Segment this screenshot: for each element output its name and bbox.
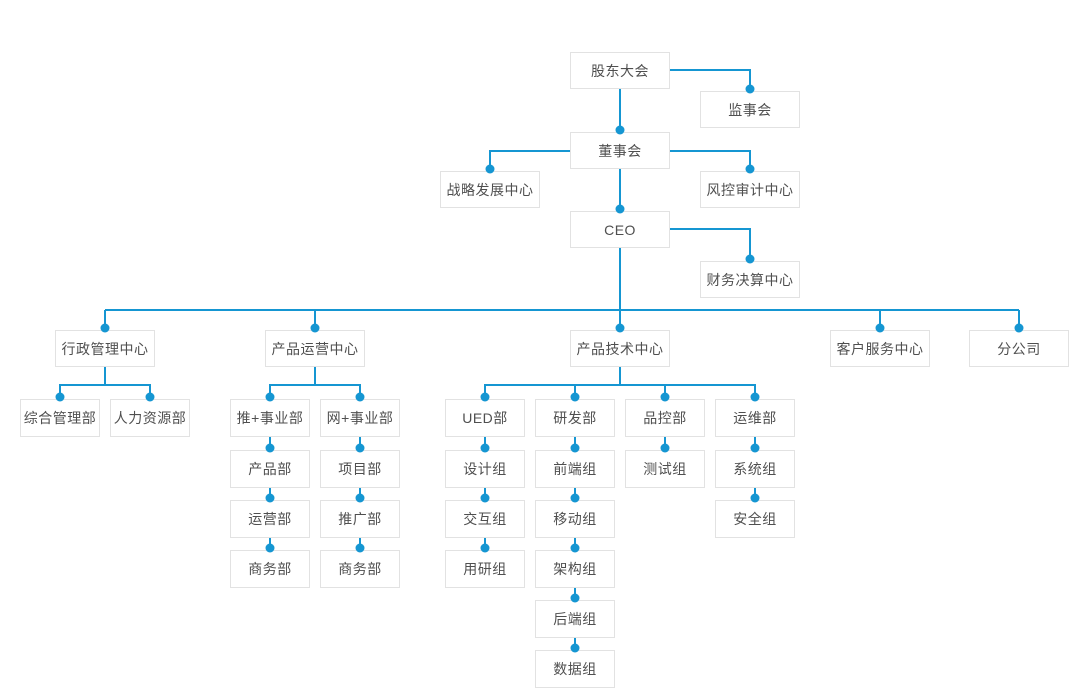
node-risk-audit-center: 风控审计中心	[700, 171, 800, 208]
node-tui-plus-division: 推+事业部	[230, 399, 310, 437]
node-ops-maintenance-dept: 运维部	[715, 399, 795, 437]
node-operations-dept: 运营部	[230, 500, 310, 538]
connector-admin-children-rail	[59, 384, 151, 399]
node-supervisory-board: 监事会	[700, 91, 800, 128]
node-design-team: 设计组	[445, 450, 525, 488]
node-security-team: 安全组	[715, 500, 795, 538]
connector-ceo-finance	[670, 228, 751, 261]
node-customer-service-center: 客户服务中心	[830, 330, 930, 367]
node-data-team: 数据组	[535, 650, 615, 688]
node-rnd-dept: 研发部	[535, 399, 615, 437]
node-tui-business-dept: 商务部	[230, 550, 310, 588]
node-product-ops-center: 产品运营中心	[265, 330, 365, 367]
node-finance-center: 财务决算中心	[700, 261, 800, 298]
node-product-tech-center: 产品技术中心	[570, 330, 670, 367]
node-wang-plus-division: 网+事业部	[320, 399, 400, 437]
node-architecture-team: 架构组	[535, 550, 615, 588]
node-wang-business-dept: 商务部	[320, 550, 400, 588]
node-board-of-directors: 董事会	[570, 132, 670, 169]
node-branch-company: 分公司	[969, 330, 1069, 367]
node-general-admin-dept: 综合管理部	[20, 399, 100, 437]
node-hr-dept: 人力资源部	[110, 399, 190, 437]
node-mobile-team: 移动组	[535, 500, 615, 538]
node-admin-center: 行政管理中心	[55, 330, 155, 367]
node-qa-dept: 品控部	[625, 399, 705, 437]
node-user-research-team: 用研组	[445, 550, 525, 588]
node-shareholders-meeting: 股东大会	[570, 52, 670, 89]
node-ceo: CEO	[570, 211, 670, 248]
node-interaction-team: 交互组	[445, 500, 525, 538]
node-testing-team: 测试组	[625, 450, 705, 488]
node-ued-dept: UED部	[445, 399, 525, 437]
connector-tech-children-rail	[484, 384, 756, 399]
node-frontend-team: 前端组	[535, 450, 615, 488]
node-promotion-dept: 推广部	[320, 500, 400, 538]
connector-ops-children-rail	[269, 384, 361, 399]
connector-shareholders-supervisory	[670, 69, 751, 91]
node-product-dept: 产品部	[230, 450, 310, 488]
node-project-dept: 项目部	[320, 450, 400, 488]
node-backend-team: 后端组	[535, 600, 615, 638]
node-system-team: 系统组	[715, 450, 795, 488]
node-strategy-center: 战略发展中心	[440, 171, 540, 208]
